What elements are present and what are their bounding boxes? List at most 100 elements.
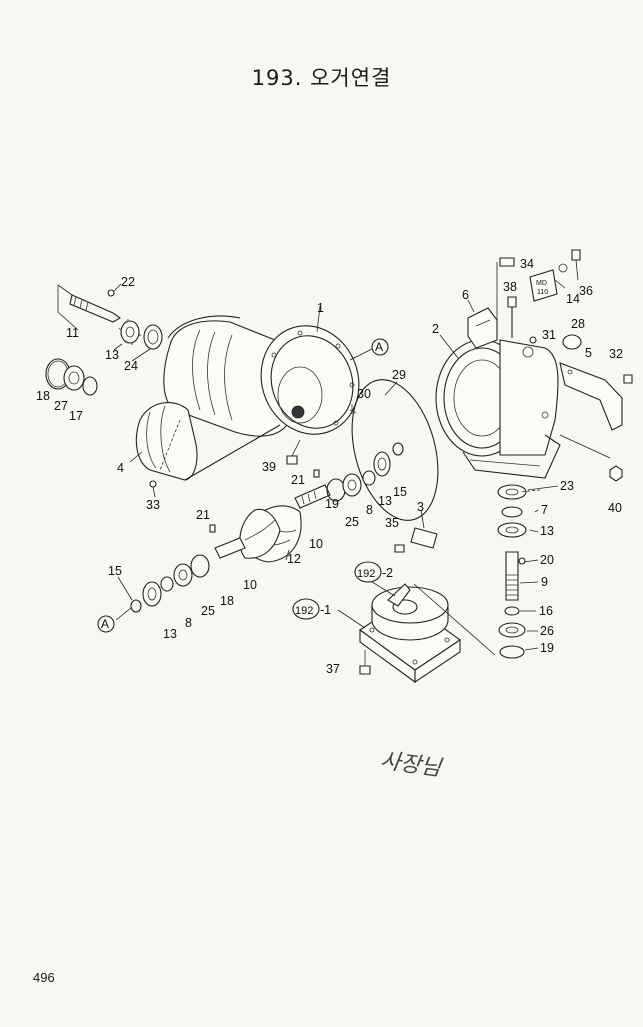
bolt-part-36 xyxy=(571,249,581,261)
bolt-part-33 xyxy=(149,480,157,498)
callout-3: 3 xyxy=(417,500,424,514)
impeller-part-12-lower xyxy=(239,508,281,559)
cover-part-4 xyxy=(135,402,281,481)
callout-35: 35 xyxy=(385,516,399,530)
callout-28: 28 xyxy=(571,317,585,331)
washer-part-8-b xyxy=(160,576,174,592)
callout-13-d: 13 xyxy=(540,524,554,538)
key-part-20 xyxy=(518,557,526,565)
callout-18-b: 18 xyxy=(220,594,234,608)
nut-part-40 xyxy=(609,465,623,482)
callout-16: 16 xyxy=(539,604,553,618)
bearing-part-24 xyxy=(143,324,163,350)
plate-part-3 xyxy=(410,527,438,549)
callout-17: 17 xyxy=(69,409,83,423)
washer-part-7 xyxy=(501,506,523,518)
callout-192-1: 192 xyxy=(295,605,313,617)
shaft-part-9 xyxy=(505,551,519,601)
bolt-part-32 xyxy=(623,374,633,384)
callout-34: 34 xyxy=(520,257,534,271)
bearing-part-25 xyxy=(342,473,362,497)
callout-23: 23 xyxy=(560,479,574,493)
gear-part-13-c xyxy=(142,581,162,607)
bolt-part-31 xyxy=(529,336,537,344)
callout-7: 7 xyxy=(541,503,548,517)
callout-21-b: 21 xyxy=(196,508,210,522)
bolt-part-34 xyxy=(499,257,515,267)
callout-32: 32 xyxy=(609,347,623,361)
bearing-part-27 xyxy=(63,365,85,391)
callout-24: 24 xyxy=(124,359,138,373)
callout-circle-192-1 xyxy=(292,598,320,620)
cap-part-28 xyxy=(562,334,582,350)
callout-192-2-suffix: -2 xyxy=(382,566,393,580)
callout-a-b: A xyxy=(101,617,109,631)
ring-part-16 xyxy=(504,606,520,616)
callout-38: 38 xyxy=(503,280,517,294)
bolt-part-30 xyxy=(349,404,357,414)
callout-25-b: 25 xyxy=(201,604,215,618)
svg-text:110: 110 xyxy=(537,289,548,296)
bearing-part-25-b xyxy=(173,563,193,587)
washer-part-8 xyxy=(362,470,376,486)
bearing-part-26 xyxy=(498,622,526,638)
bolt-part-35 xyxy=(394,544,405,553)
callout-5: 5 xyxy=(585,346,592,360)
ring-part-17 xyxy=(82,376,98,396)
callout-29: 29 xyxy=(392,368,406,382)
callout-13-b: 13 xyxy=(378,494,392,508)
callout-30: 30 xyxy=(357,387,371,401)
bolt-part-39 xyxy=(286,439,301,465)
callout-4: 4 xyxy=(117,461,124,475)
callout-2: 2 xyxy=(432,322,439,336)
callout-15-b: 15 xyxy=(108,564,122,578)
callout-a: A xyxy=(375,340,383,354)
oring-part-29 xyxy=(351,379,439,521)
callout-21: 21 xyxy=(291,473,305,487)
page-number: 496 xyxy=(33,970,55,985)
bearing-part-23 xyxy=(497,484,527,500)
callout-8: 8 xyxy=(366,503,373,517)
fitting-part-38 xyxy=(507,296,517,338)
callout-18: 18 xyxy=(36,389,50,403)
key-part-21-b xyxy=(209,524,216,533)
callout-14: 14 xyxy=(566,292,580,306)
shaft-part-10-upper xyxy=(294,484,331,509)
callout-15: 15 xyxy=(393,485,407,499)
callout-10: 10 xyxy=(309,537,323,551)
ring-part-15-b xyxy=(130,599,142,613)
housing-part-1 xyxy=(163,315,360,437)
ring-part-18-b xyxy=(190,554,210,578)
ring-part-15 xyxy=(392,442,404,456)
gear-part-13 xyxy=(118,319,142,345)
callout-19: 19 xyxy=(325,497,339,511)
handwritten-note: 사장님 xyxy=(379,748,444,781)
callout-39: 39 xyxy=(262,460,276,474)
callout-36: 36 xyxy=(579,284,593,298)
callout-40: 40 xyxy=(608,501,622,515)
callout-19-b: 19 xyxy=(540,641,554,655)
key-part-21 xyxy=(313,469,320,478)
callout-33: 33 xyxy=(146,498,160,512)
bolt-part-37 xyxy=(359,650,371,675)
shaft-part-11 xyxy=(57,284,122,331)
callout-192-2: 192 xyxy=(357,568,375,580)
ring-part-19-b xyxy=(499,645,525,659)
gear-part-13-d xyxy=(497,522,527,538)
callout-circle-a-b xyxy=(97,615,115,633)
callout-25: 25 xyxy=(345,515,359,529)
callout-27: 27 xyxy=(54,399,68,413)
callout-6: 6 xyxy=(462,288,469,302)
callout-8-b: 8 xyxy=(185,616,192,630)
callout-22: 22 xyxy=(121,275,135,289)
cap-part-6 xyxy=(467,307,498,349)
callout-192-1-suffix: -1 xyxy=(320,603,331,617)
callout-circle-a xyxy=(371,338,389,356)
callout-26: 26 xyxy=(540,624,554,638)
callout-13: 13 xyxy=(105,348,119,362)
bracket-part-5 xyxy=(559,362,623,431)
gear-part-13-b xyxy=(373,451,391,477)
callout-1: 1 xyxy=(317,301,324,315)
callout-12: 12 xyxy=(287,552,301,566)
